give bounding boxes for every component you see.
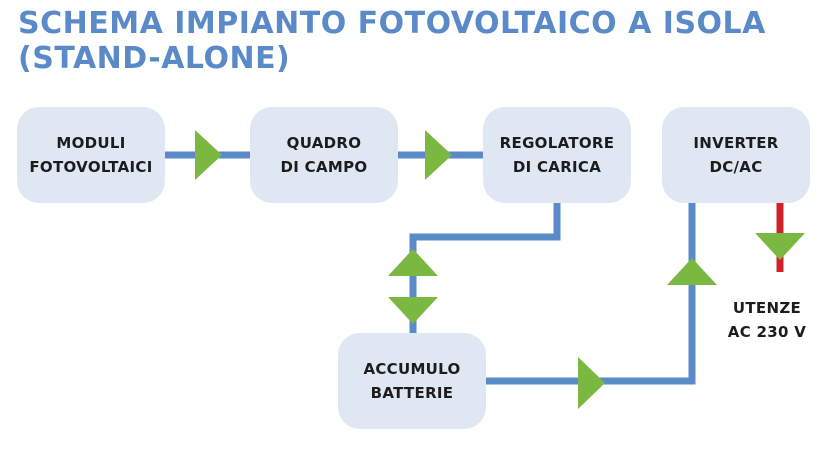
arrow-up-icon (388, 249, 438, 276)
arrow-right-icon (425, 130, 452, 180)
node-moduli-fotovoltaici: MODULI FOTOVOLTAICI (17, 107, 165, 203)
node-label-line-2: DI CARICA (512, 158, 602, 176)
node-label-line-2: DI CAMPO (280, 158, 368, 176)
node-label-line-2: BATTERIE (370, 384, 454, 402)
node-label-line-1: ACCUMULO (363, 360, 461, 378)
arrow-down-icon (388, 297, 438, 324)
node-label-line-1: REGOLATORE (499, 134, 615, 152)
title-line-1: SCHEMA IMPIANTO FOTOVOLTAICO A ISOLA (18, 6, 766, 41)
node-label-line-1: QUADRO (286, 134, 362, 152)
node-label-line-1: INVERTER (693, 134, 779, 152)
node-label-line-1: MODULI (56, 134, 126, 152)
line-accumulo-inverter (485, 200, 696, 385)
output-label-line-1: UTENZE (732, 299, 802, 317)
output-label-line-2: AC 230 V (727, 323, 807, 341)
node-quadro-di-campo: QUADRO DI CAMPO (250, 107, 398, 203)
node-label-line-2: DC/AC (709, 158, 763, 176)
flow-arrows (195, 130, 805, 409)
title-line-2: (STAND-ALONE) (18, 41, 291, 76)
arrow-right-icon (578, 357, 605, 409)
arrow-up-icon (667, 258, 717, 285)
diagram-title: SCHEMA IMPIANTO FOTOVOLTAICO A ISOLA (ST… (18, 6, 766, 76)
node-label-line-2: FOTOVOLTAICI (29, 158, 153, 176)
node-regolatore-di-carica: REGOLATORE DI CARICA (483, 107, 631, 203)
node-inverter-dc-ac: INVERTER DC/AC (662, 107, 810, 203)
output-utenze-label: UTENZE AC 230 V (712, 296, 822, 344)
arrow-right-icon (195, 130, 222, 180)
node-accumulo-batterie: ACCUMULO BATTERIE (338, 333, 486, 429)
line-regolatore-accumulo (409, 200, 561, 334)
arrow-down-icon (755, 233, 805, 260)
